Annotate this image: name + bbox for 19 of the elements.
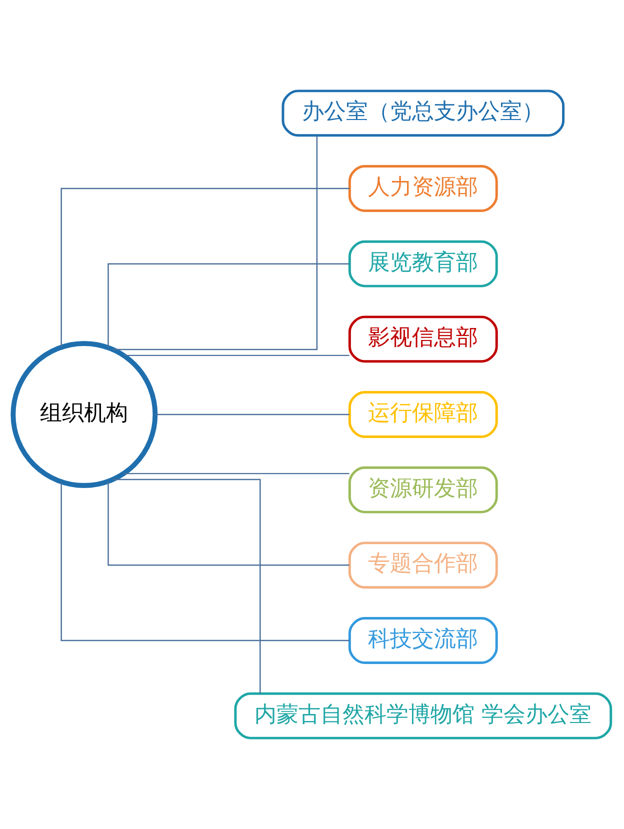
node-box: 资源研发部 bbox=[348, 466, 498, 514]
connector bbox=[60, 482, 350, 642]
connector bbox=[112, 478, 261, 694]
node-box: 影视信息部 bbox=[348, 316, 498, 363]
connector bbox=[112, 135, 318, 350]
node-box: 内蒙古自然科学博物馆 学会办公室 bbox=[234, 692, 612, 740]
connector bbox=[108, 481, 350, 566]
node-box: 运行保障部 bbox=[348, 391, 498, 438]
node-box: 科技交流部 bbox=[348, 617, 498, 664]
node-box: 专题合作部 bbox=[348, 542, 498, 589]
node-box: 展览教育部 bbox=[348, 240, 498, 288]
connector bbox=[60, 188, 350, 347]
connector bbox=[155, 414, 350, 416]
node-circle: 组织机构 bbox=[10, 341, 158, 488]
node-box: 办公室（党总支办公室） bbox=[282, 90, 565, 137]
connector bbox=[124, 472, 350, 474]
node-box: 人力资源部 bbox=[348, 165, 498, 212]
connector bbox=[124, 354, 350, 356]
connector bbox=[108, 263, 350, 348]
